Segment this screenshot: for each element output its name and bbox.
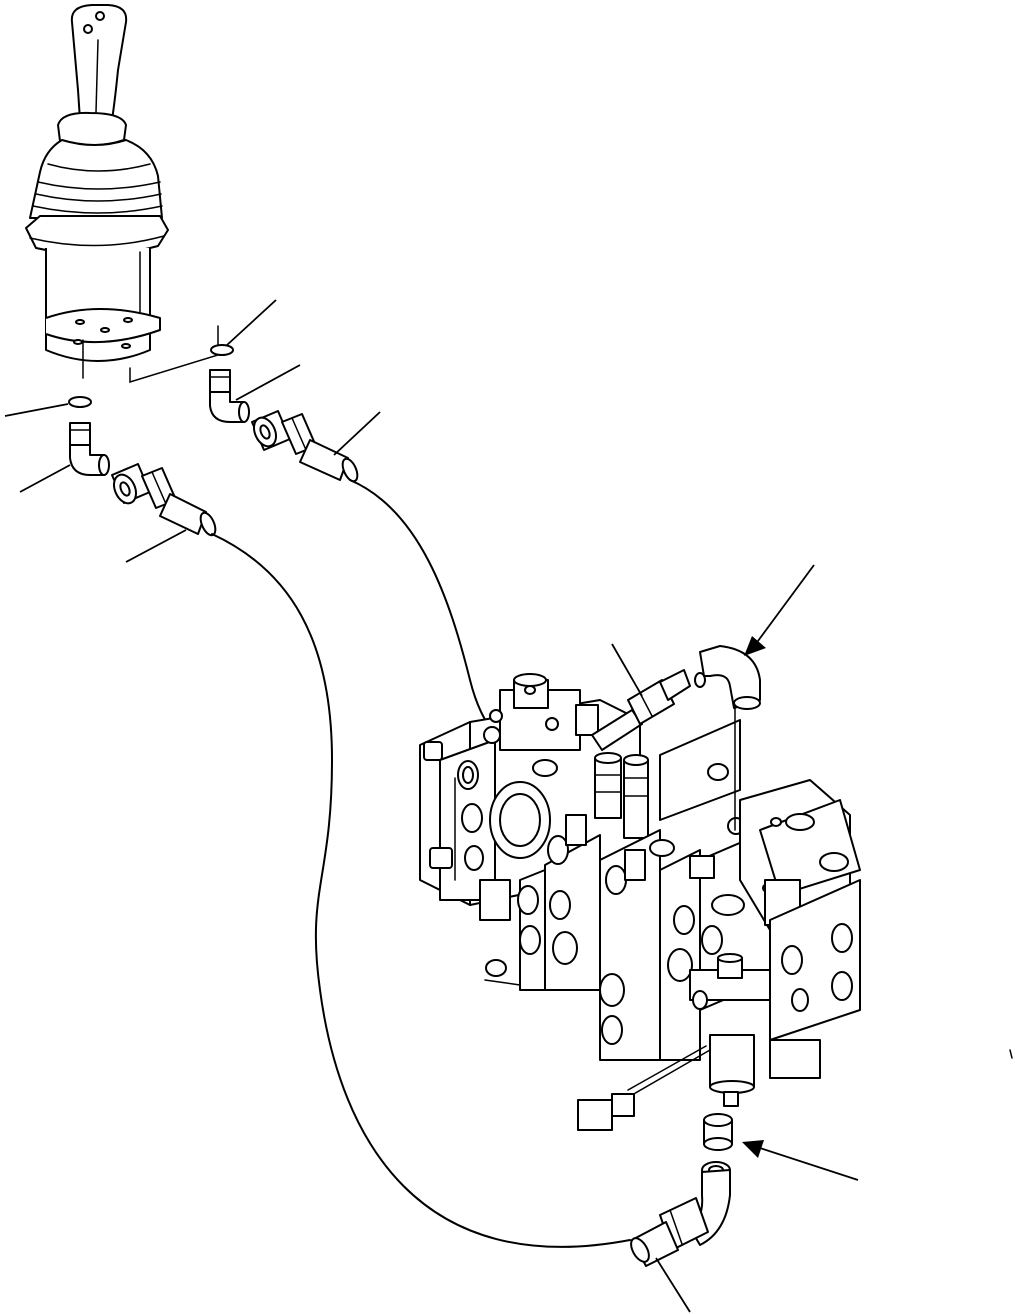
callout-c4 xyxy=(5,404,68,416)
callout-c9 xyxy=(742,1140,858,1180)
callout-c6 xyxy=(126,530,186,562)
adapter-fitting xyxy=(702,1114,732,1178)
hose-end-right xyxy=(250,411,361,483)
pressure-sensor xyxy=(628,1035,754,1106)
hose-end-left xyxy=(110,464,219,537)
elbow-fitting-top xyxy=(695,646,760,830)
callout-c1 xyxy=(227,300,276,345)
callout-c5 xyxy=(20,465,70,492)
callout-c3 xyxy=(334,412,380,455)
callout-c2 xyxy=(236,365,300,400)
hose-end-bottom xyxy=(627,1170,730,1266)
edge-mark xyxy=(1010,1050,1012,1058)
elbow-fitting-left xyxy=(70,423,109,475)
callout-c10 xyxy=(656,1258,690,1312)
callout-c7 xyxy=(612,644,642,696)
connector-plug xyxy=(578,1094,634,1130)
joystick-lever xyxy=(26,5,218,382)
elbow-fitting-right xyxy=(210,370,249,422)
control-valve-block xyxy=(420,670,860,1078)
o-ring-left xyxy=(69,397,91,407)
pilot-hose-left xyxy=(212,534,630,1247)
callout-c8 xyxy=(744,565,814,656)
o-ring-right xyxy=(211,345,233,355)
